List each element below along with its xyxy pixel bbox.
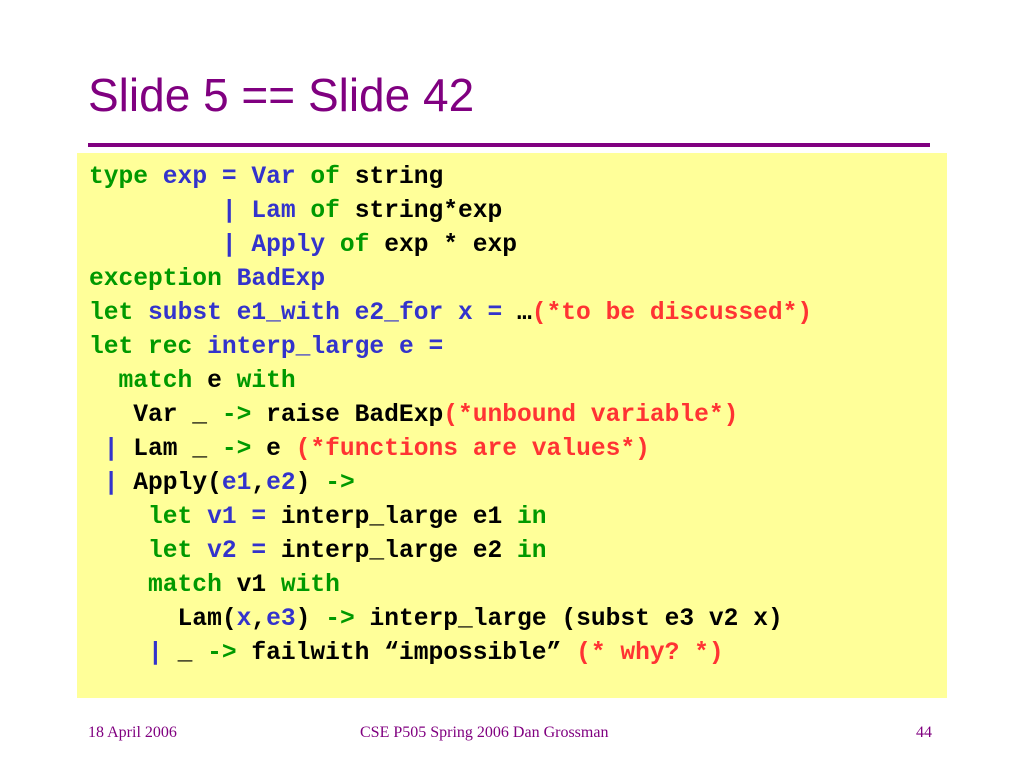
code-line: | Apply of exp * exp: [89, 229, 812, 263]
code-listing: type exp = Var of string | Lam of string…: [89, 161, 812, 671]
code-token: in: [517, 538, 547, 565]
code-token: _: [177, 640, 208, 667]
code-token: interp_large e1: [280, 504, 518, 531]
code-token: Var _: [89, 402, 222, 429]
code-token: v2 =: [207, 538, 281, 565]
code-token: of: [339, 232, 385, 259]
code-token: |: [89, 436, 134, 463]
code-token: subst e1_with e2_for x =: [148, 300, 518, 327]
code-token: BadExp: [236, 266, 326, 293]
code-token: Lam _: [133, 436, 222, 463]
code-token: let: [89, 538, 208, 565]
slide-title: Slide 5 == Slide 42: [88, 69, 475, 121]
code-token: Apply(: [133, 470, 222, 497]
code-token: failwith “impossible”: [251, 640, 577, 667]
code-token: of: [310, 164, 355, 191]
code-token: v1: [236, 572, 281, 599]
code-token: e1: [221, 470, 252, 497]
code-line: let rec interp_large e =: [89, 331, 812, 365]
code-token: …: [517, 300, 532, 327]
code-line: match v1 with: [89, 569, 812, 603]
code-token: let: [89, 300, 149, 327]
code-token: (*functions are values*): [295, 436, 650, 463]
code-token: interp_large e2: [280, 538, 518, 565]
code-token: string*exp: [354, 198, 503, 225]
code-token: |: [89, 640, 178, 667]
code-token: exp =: [162, 164, 252, 191]
code-token: interp_large e =: [207, 334, 444, 361]
code-token: ->: [221, 402, 267, 429]
code-token: Var: [251, 164, 311, 191]
code-line: exception BadExp: [89, 263, 812, 297]
footer-page-number: 44: [916, 724, 932, 741]
code-line: Var _ -> raise BadExp(*unbound variable*…: [89, 399, 812, 433]
code-token: with: [280, 572, 340, 599]
code-token: ): [295, 470, 326, 497]
code-token: match: [89, 572, 237, 599]
code-token: exp * exp: [384, 232, 518, 259]
code-token: e3: [266, 606, 296, 633]
code-token: ->: [325, 606, 370, 633]
code-token: in: [517, 504, 547, 531]
code-line: | Lam of string*exp: [89, 195, 812, 229]
code-line: | _ -> failwith “impossible” (* why? *): [89, 637, 812, 671]
code-token: ->: [325, 470, 355, 497]
code-token: raise BadExp: [266, 402, 444, 429]
footer-course: CSE P505 Spring 2006 Dan Grossman: [360, 724, 609, 741]
code-token: (* why? *): [576, 640, 724, 667]
code-token: (*unbound variable*): [443, 402, 739, 429]
footer-date: 18 April 2006: [88, 724, 177, 741]
code-token: Lam(: [89, 606, 237, 633]
code-token: ->: [207, 640, 252, 667]
code-token: Apply: [251, 232, 340, 259]
code-token: x: [236, 606, 252, 633]
code-token: match: [89, 368, 208, 395]
code-token: ): [295, 606, 326, 633]
code-token: string: [354, 164, 444, 191]
code-line: | Lam _ -> e (*functions are values*): [89, 433, 812, 467]
code-token: |: [89, 232, 252, 259]
code-token: of: [310, 198, 355, 225]
code-token: |: [89, 470, 134, 497]
code-token: ,: [251, 606, 267, 633]
code-token: interp_large (subst e3 v2 x): [369, 606, 783, 633]
code-token: |: [89, 198, 252, 225]
code-line: | Apply(e1,e2) ->: [89, 467, 812, 501]
code-token: e: [266, 436, 296, 463]
code-token: (*to be discussed*): [531, 300, 813, 327]
code-token: e2: [266, 470, 296, 497]
code-token: with: [236, 368, 296, 395]
code-line: Lam(x,e3) -> interp_large (subst e3 v2 x…: [89, 603, 812, 637]
code-box: [77, 153, 947, 698]
code-token: type: [89, 164, 163, 191]
code-line: let v2 = interp_large e2 in: [89, 535, 812, 569]
code-line: type exp = Var of string: [89, 161, 812, 195]
code-token: Lam: [251, 198, 311, 225]
code-line: match e with: [89, 365, 812, 399]
code-token: ,: [251, 470, 267, 497]
code-line: let v1 = interp_large e1 in: [89, 501, 812, 535]
title-divider: [88, 143, 930, 147]
code-line: let subst e1_with e2_for x = …(*to be di…: [89, 297, 812, 331]
code-token: exception: [89, 266, 237, 293]
code-token: ->: [221, 436, 267, 463]
code-token: v1 =: [207, 504, 281, 531]
code-token: let: [89, 504, 208, 531]
code-token: e: [207, 368, 237, 395]
code-token: let rec: [89, 334, 208, 361]
